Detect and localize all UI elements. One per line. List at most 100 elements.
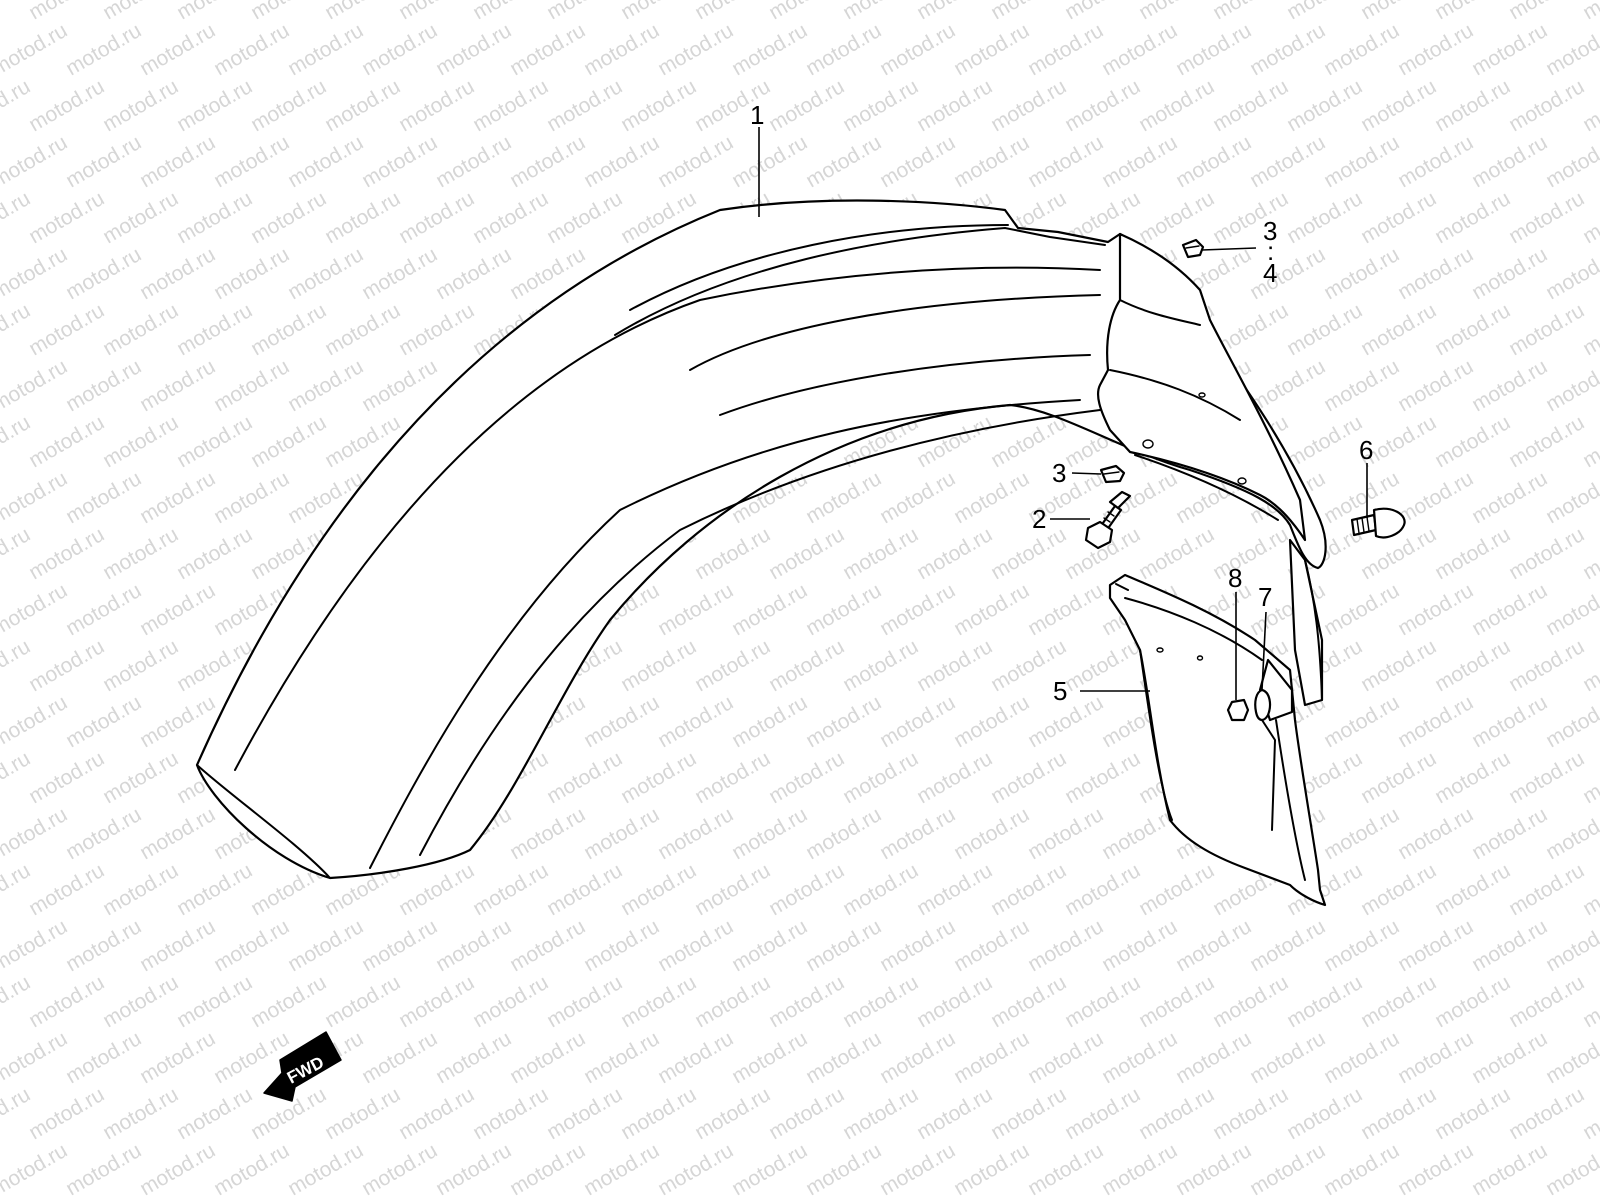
watermark-text-397: motod.ru (1394, 691, 1477, 752)
watermark-text-441: motod.ru (950, 803, 1033, 864)
watermark-text-515: motod.ru (839, 971, 922, 1032)
watermark-text-425: motod.ru (1579, 747, 1600, 808)
watermark-text-196: motod.ru (1320, 243, 1403, 304)
watermark-text-538: motod.ru (728, 1027, 811, 1088)
watermark-text-124: motod.ru (1505, 75, 1588, 136)
watermark-text-174: motod.ru (1505, 187, 1588, 248)
watermark-text-230: motod.ru (136, 355, 219, 416)
watermark-text-363: motod.ru (691, 635, 774, 696)
watermark-text-253: motod.ru (0, 411, 34, 472)
watermark-text-499: motod.ru (1542, 915, 1600, 976)
watermark-text-180: motod.ru (136, 243, 219, 304)
watermark-text-56: motod.ru (173, 0, 256, 24)
watermark-text-482: motod.ru (284, 915, 367, 976)
watermark-text-337: motod.ru (654, 579, 737, 640)
watermark-text-320: motod.ru (1209, 523, 1292, 584)
watermark-text-465: motod.ru (839, 859, 922, 920)
watermark-text-580: motod.ru (136, 1139, 219, 1200)
watermark-text-161: motod.ru (543, 187, 626, 248)
watermark-text-593: motod.ru (1098, 1139, 1181, 1200)
watermark-text-396: motod.ru (1320, 691, 1403, 752)
watermark-text-547: motod.ru (1394, 1027, 1477, 1088)
nut-upper[interactable] (1181, 238, 1205, 259)
watermark-text-583: motod.ru (358, 1139, 441, 1200)
clip[interactable] (1254, 688, 1272, 721)
watermark-text-209: motod.ru (395, 299, 478, 360)
watermark-text-111: motod.ru (543, 75, 626, 136)
watermark-text-249: motod.ru (1542, 355, 1600, 416)
watermark-text-181: motod.ru (210, 243, 293, 304)
watermark-text-123: motod.ru (1431, 75, 1514, 136)
watermark-text-511: motod.ru (543, 971, 626, 1032)
watermark-text-203: motod.ru (0, 299, 34, 360)
watermark-text-248: motod.ru (1468, 355, 1551, 416)
watermark-text-469: motod.ru (1135, 859, 1218, 920)
watermark-text-572: motod.ru (1357, 1083, 1440, 1144)
nut-small[interactable] (1226, 698, 1250, 722)
watermark-text-317: motod.ru (987, 523, 1070, 584)
watermark-text-339: motod.ru (802, 579, 885, 640)
watermark-text-430: motod.ru (136, 803, 219, 864)
watermark-text-464: motod.ru (765, 859, 848, 920)
watermark-text-413: motod.ru (691, 747, 774, 808)
watermark-text-121: motod.ru (1283, 75, 1366, 136)
watermark-text-247: motod.ru (1394, 355, 1477, 416)
watermark-text-440: motod.ru (876, 803, 959, 864)
watermark-text-87: motod.ru (654, 19, 737, 80)
watermark-text-61: motod.ru (543, 0, 626, 24)
watermark-text-223: motod.ru (1431, 299, 1514, 360)
callout-4: 4 (1263, 258, 1277, 288)
watermark-text-72: motod.ru (1357, 0, 1440, 24)
watermark-text-474: motod.ru (1505, 859, 1588, 920)
watermark-text-54: motod.ru (25, 0, 108, 24)
watermark-text-462: motod.ru (617, 859, 700, 920)
watermark-text-115: motod.ru (839, 75, 922, 136)
watermark-text-171: motod.ru (1283, 187, 1366, 248)
watermark-text-340: motod.ru (876, 579, 959, 640)
bolt[interactable] (1084, 490, 1132, 550)
watermark-text-157: motod.ru (247, 187, 330, 248)
watermark-text-579: motod.ru (62, 1139, 145, 1200)
screw[interactable] (1350, 507, 1406, 539)
watermark-text-493: motod.ru (1098, 915, 1181, 976)
watermark-text-74: motod.ru (1505, 0, 1588, 24)
watermark-text-154: motod.ru (25, 187, 108, 248)
watermark-text-522: motod.ru (1357, 971, 1440, 1032)
watermark-text-114: motod.ru (765, 75, 848, 136)
watermark-text-89: motod.ru (802, 19, 885, 80)
watermark-text-536: motod.ru (580, 1027, 663, 1088)
watermark-text-575: motod.ru (1579, 1083, 1600, 1144)
watermark-text-475: motod.ru (1579, 859, 1600, 920)
watermark-text-58: motod.ru (321, 0, 404, 24)
watermark-text-125: motod.ru (1579, 75, 1600, 136)
watermark-text-314: motod.ru (765, 523, 848, 584)
watermark-text-562: motod.ru (617, 1083, 700, 1144)
watermark-text-517: motod.ru (987, 971, 1070, 1032)
watermark-text-589: motod.ru (802, 1139, 885, 1200)
watermark-text-488: motod.ru (728, 915, 811, 976)
watermark-text-306: motod.ru (173, 523, 256, 584)
watermark-text-65: motod.ru (839, 0, 922, 24)
watermark-text-597: motod.ru (1394, 1139, 1477, 1200)
watermark-text-460: motod.ru (469, 859, 552, 920)
watermark-text-64: motod.ru (765, 0, 848, 24)
watermark-text-55: motod.ru (99, 0, 182, 24)
watermark-text-208: motod.ru (321, 299, 404, 360)
front-fender[interactable] (195, 199, 1327, 880)
watermark-text-424: motod.ru (1505, 747, 1588, 808)
watermark-text-103: motod.ru (0, 75, 34, 136)
watermark-text-329: motod.ru (62, 579, 145, 640)
watermark-text-484: motod.ru (432, 915, 515, 976)
watermark-text-160: motod.ru (469, 187, 552, 248)
watermark-text-455: motod.ru (99, 859, 182, 920)
watermark-text-255: motod.ru (99, 411, 182, 472)
watermark-text-79: motod.ru (62, 19, 145, 80)
watermark-text-549: motod.ru (1542, 1027, 1600, 1088)
watermark-text-438: motod.ru (728, 803, 811, 864)
nut-lower[interactable] (1099, 464, 1126, 484)
watermark-text-539: motod.ru (802, 1027, 885, 1088)
watermark-text-512: motod.ru (617, 971, 700, 1032)
watermark-text-508: motod.ru (321, 971, 404, 1032)
watermark-text-173: motod.ru (1431, 187, 1514, 248)
watermark-text-520: motod.ru (1209, 971, 1292, 1032)
